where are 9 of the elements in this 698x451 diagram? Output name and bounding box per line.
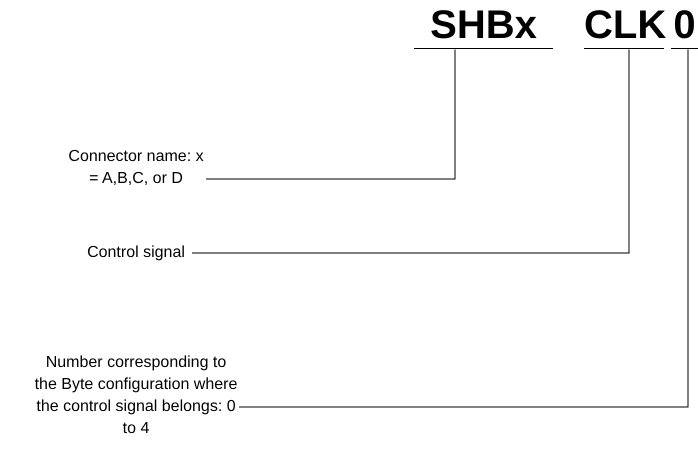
description-text: Control signal <box>80 240 192 266</box>
part-code: 0 <box>671 2 698 49</box>
leader-line <box>192 49 630 254</box>
description-text: Number corresponding to the Byte configuration where the control signal belongs: 0 to 4 <box>33 350 239 442</box>
description-text: Connector name: x = A,B,C, or D <box>66 145 206 191</box>
part-code: SHBx <box>414 2 553 49</box>
leader-line <box>206 49 456 180</box>
part-code: CLK <box>584 2 664 49</box>
leader-line <box>238 49 688 408</box>
